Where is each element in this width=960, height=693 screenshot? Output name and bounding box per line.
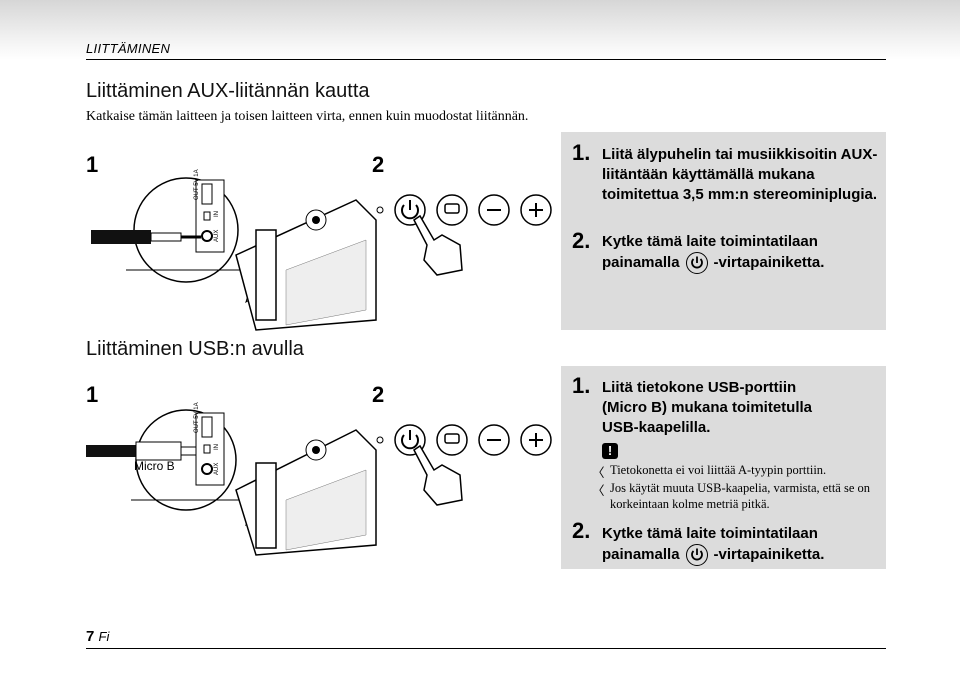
aux-connection-illustration: OUT 5V 1A IN AUX bbox=[91, 169, 377, 331]
usb-connection-illustration: OUT 5V 1A IN AUX Micro B bbox=[86, 402, 377, 556]
language-code: Fi bbox=[98, 629, 110, 644]
usb-step-2-number: 2. bbox=[572, 518, 591, 543]
header-rule bbox=[86, 59, 886, 60]
usb-step-2-text-before: Kytke tämä laite toimintatilaan painamal… bbox=[602, 525, 818, 563]
usb-power-press-illustration bbox=[376, 424, 552, 506]
usb-figure-step-1: 1 bbox=[86, 382, 99, 407]
footer-rule bbox=[86, 648, 886, 649]
aux-port-label-aux: AUX bbox=[214, 230, 220, 242]
aux-figure-step-2: 2 bbox=[372, 152, 385, 177]
usb-note-1: Tietokonetta ei voi liittää A-tyypin por… bbox=[610, 463, 827, 477]
aux-power-press-illustration bbox=[376, 194, 552, 276]
usb-section-title: Liittäminen USB:n avulla bbox=[86, 338, 304, 360]
power-icon bbox=[685, 252, 708, 274]
aux-step-2-text-before: Kytke tämä laite toimintatilaan painamal… bbox=[602, 233, 818, 271]
usb-step-2-text-after: -virtapainiketta. bbox=[713, 545, 825, 563]
power-icon bbox=[685, 544, 708, 566]
page-number: 7 bbox=[86, 628, 95, 645]
usb-note-2: Jos käytät muuta USB-kaapelia, varmista,… bbox=[610, 481, 871, 511]
section-header: LIITTÄMINEN bbox=[86, 41, 171, 56]
usb-note-2-bullet: 〈 bbox=[592, 484, 605, 498]
aux-port-label-in: IN bbox=[214, 211, 220, 217]
aux-steps-panel bbox=[561, 132, 886, 330]
aux-step-2-text-after: -virtapainiketta. bbox=[713, 253, 825, 271]
aux-step-1-text: Liitä älypuhelin tai musiikkisoitin AUX-… bbox=[602, 146, 878, 203]
usb-figure-step-2: 2 bbox=[372, 382, 385, 407]
aux-step-1-number: 1. bbox=[572, 140, 591, 165]
usb-step-1-text: Liitä tietokone USB-porttiin (Micro B) m… bbox=[602, 379, 813, 436]
aux-step-2-number: 2. bbox=[572, 228, 591, 253]
usb-port-label-aux: AUX bbox=[214, 463, 220, 475]
usb-port-label-out: OUT 5V 1A bbox=[194, 402, 200, 433]
aux-figure-step-1: 1 bbox=[86, 152, 99, 177]
usb-step-2-text: Kytke tämä laite toimintatilaan painamal… bbox=[602, 524, 852, 566]
usb-step-1-number: 1. bbox=[572, 373, 591, 398]
aux-intro-text: Katkaise tämän laitteen ja toisen laitte… bbox=[86, 109, 529, 124]
usb-port-label-in: IN bbox=[214, 444, 220, 450]
usb-steps-panel bbox=[561, 366, 886, 569]
aux-port-label-out: OUT 5V 1A bbox=[194, 169, 200, 200]
exclamation-icon: ! bbox=[602, 443, 618, 459]
header-gradient bbox=[0, 0, 960, 60]
usb-note-1-bullet: 〈 bbox=[592, 466, 605, 480]
aux-section-title: Liittäminen AUX-liitännän kautta bbox=[86, 80, 370, 102]
micro-b-label: Micro B bbox=[134, 459, 175, 473]
aux-step-2-text: Kytke tämä laite toimintatilaan painamal… bbox=[602, 232, 882, 274]
page-footer: 7 Fi bbox=[86, 628, 109, 645]
